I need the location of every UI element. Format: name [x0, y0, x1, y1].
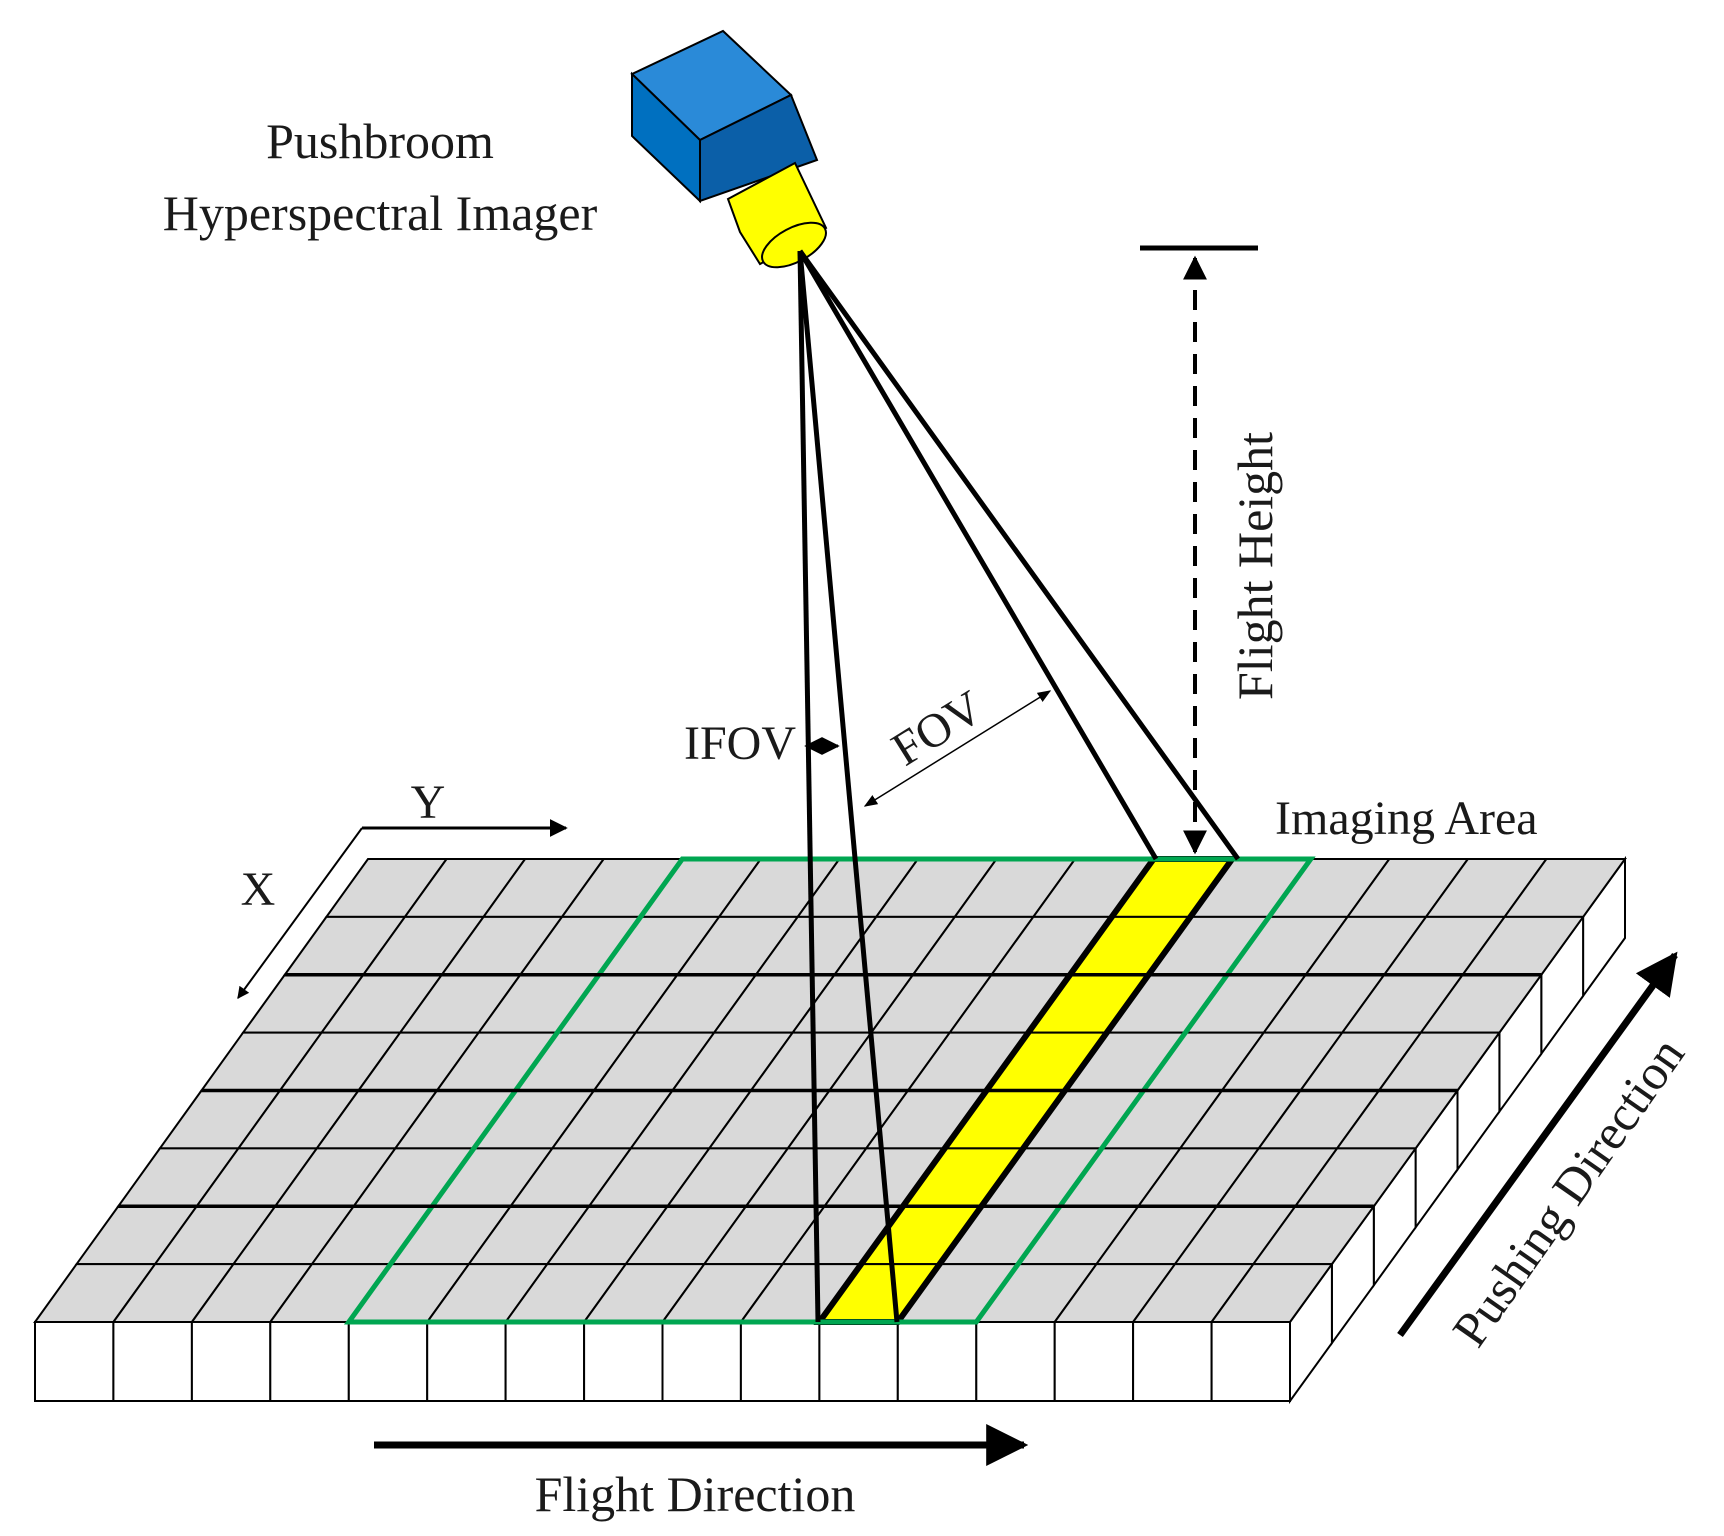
fov-angle-arrow	[863, 690, 1052, 807]
imaging-area-outline	[343, 856, 1316, 1325]
grid-front-face	[34, 1321, 1291, 1402]
front-face-cell	[1210, 1321, 1291, 1402]
front-face-cell	[583, 1321, 664, 1402]
front-face-cell	[1053, 1321, 1135, 1402]
imaging-area-label: Imaging Area	[1275, 792, 1538, 845]
front-face-cell	[269, 1321, 350, 1402]
fov-label: FOV	[883, 680, 993, 776]
front-face-cell	[975, 1321, 1056, 1402]
ifov-ray	[797, 250, 900, 1323]
y-axis-label: Y	[411, 776, 446, 829]
imager-title-line1: Pushbroom	[266, 113, 494, 169]
ifov-label: IFOV	[684, 717, 796, 770]
flight-height-indicator	[1140, 245, 1258, 855]
camera-body-side	[699, 93, 819, 203]
x-axis-label: X	[241, 863, 276, 916]
field-of-view-rays	[797, 249, 1241, 1323]
grid-dividers	[118, 973, 1542, 1208]
grid-cell	[1209, 1263, 1334, 1323]
front-face-cell	[190, 1321, 272, 1402]
front-face-cell	[504, 1321, 586, 1402]
front-face-cell	[112, 1321, 193, 1402]
fov-ray-right-outer	[797, 249, 1241, 861]
flight-height-label: Flight Height	[1227, 432, 1283, 700]
front-face-cell	[426, 1321, 507, 1402]
front-face-cell	[896, 1321, 978, 1402]
front-face-cell	[661, 1321, 742, 1402]
front-face-cell	[818, 1321, 899, 1402]
imager-title-line2: Hyperspectral Imager	[163, 185, 598, 241]
front-face-cell	[347, 1321, 429, 1402]
hyperspectral-imager-icon	[630, 29, 828, 269]
axis-indicator	[237, 819, 568, 999]
front-face-cell	[1132, 1321, 1213, 1402]
pushing-direction-arrow	[1397, 951, 1678, 1338]
front-face-cell	[34, 1321, 115, 1402]
flight-direction-label: Flight Direction	[535, 1466, 856, 1522]
fov-ray-right-inner	[797, 249, 1159, 861]
x-axis-arrow	[237, 827, 363, 999]
fov-ray-left	[797, 250, 821, 1323]
front-face-cell	[739, 1321, 821, 1402]
